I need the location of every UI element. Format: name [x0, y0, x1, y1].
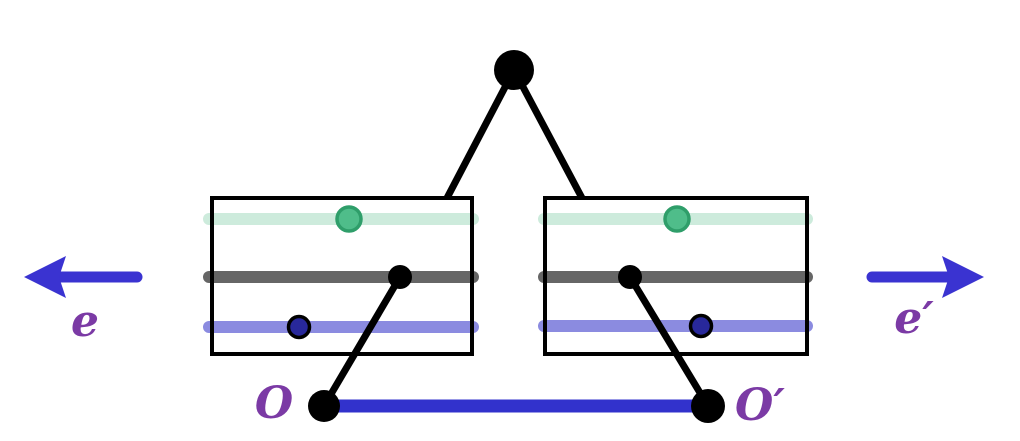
label-e: e [71, 296, 99, 347]
left-arrow-head-icon [24, 256, 66, 298]
label-O-prime: O′ [735, 380, 785, 431]
label-O: O [254, 378, 294, 429]
left-green-point-dot [335, 205, 363, 233]
label-e-prime: e′ [894, 293, 934, 344]
right-gray-point-to-O-prime-line [627, 275, 711, 408]
O-node-dot [308, 390, 340, 422]
right-green-point-dot [663, 205, 691, 233]
right-arrow-head-icon [942, 256, 984, 298]
left-gray-point-to-O-line [320, 275, 404, 408]
left-navy-point-dot [286, 314, 312, 340]
right-navy-point-dot [688, 313, 714, 339]
apex-left-edge-line [443, 68, 518, 200]
apex-right-edge-line [510, 68, 586, 200]
left-black-point-dot [388, 265, 412, 289]
apex-node-dot [494, 50, 534, 90]
O-prime-node-dot [691, 389, 725, 423]
left-box [210, 196, 474, 356]
right-black-point-dot [618, 265, 642, 289]
